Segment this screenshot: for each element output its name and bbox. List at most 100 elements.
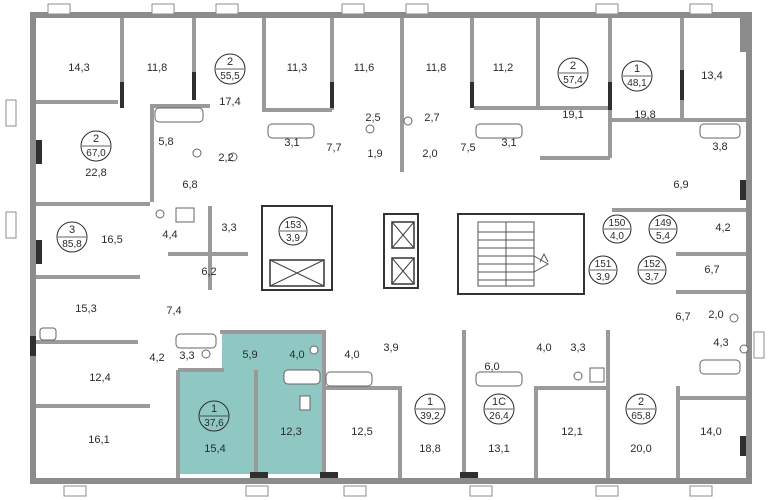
storage-badge[interactable]: 149 5,4 bbox=[648, 214, 678, 244]
storage-area: 3,9 bbox=[596, 272, 610, 283]
room-area: 6,2 bbox=[201, 266, 216, 278]
apartment-badge[interactable]: 1С 26,4 bbox=[483, 393, 515, 425]
apartment-badge[interactable]: 2 67,0 bbox=[80, 130, 112, 162]
storage-badge[interactable]: 150 4,0 bbox=[602, 214, 632, 244]
room-area: 7,7 bbox=[326, 142, 341, 154]
apartment-badge[interactable]: 1 48,1 bbox=[621, 60, 653, 92]
storage-area: 4,0 bbox=[610, 231, 624, 242]
room-area: 19,8 bbox=[634, 109, 655, 121]
room-area: 3,3 bbox=[179, 350, 194, 362]
room-area: 14,0 bbox=[700, 426, 721, 438]
apartment-number: 1 bbox=[634, 63, 640, 75]
room-area: 4,0 bbox=[344, 349, 359, 361]
apartment-badge[interactable]: 1 37,6 bbox=[198, 400, 230, 432]
room-area: 2,2 bbox=[218, 152, 233, 164]
room-area: 13,1 bbox=[488, 443, 509, 455]
room-area: 15,4 bbox=[204, 443, 225, 455]
room-area: 4,2 bbox=[715, 222, 730, 234]
apartment-badge[interactable]: 2 65,8 bbox=[625, 393, 657, 425]
room-area: 16,1 bbox=[88, 434, 109, 446]
room-area: 1,9 bbox=[367, 148, 382, 160]
apartment-number: 3 bbox=[69, 224, 75, 236]
room-area: 3,3 bbox=[221, 222, 236, 234]
room-area: 19,1 bbox=[562, 109, 583, 121]
wall-accents bbox=[30, 70, 746, 478]
room-area: 2,0 bbox=[708, 309, 723, 321]
storage-number: 152 bbox=[644, 259, 661, 270]
storage-number: 150 bbox=[609, 218, 626, 229]
apartment-area: 57,4 bbox=[563, 75, 583, 86]
apartment-badge[interactable]: 1 39,2 bbox=[414, 393, 446, 425]
room-area: 17,4 bbox=[219, 96, 240, 108]
apartment-number: 1С bbox=[492, 396, 506, 408]
apartment-area: 65,8 bbox=[631, 411, 651, 422]
room-area: 12,4 bbox=[89, 372, 110, 384]
room-area: 3,1 bbox=[501, 137, 516, 149]
room-area: 11,8 bbox=[147, 62, 168, 74]
apartment-number: 2 bbox=[570, 60, 576, 72]
room-area: 2,5 bbox=[365, 112, 380, 124]
apartment-badges: 2 55,5 2 57,4 1 48,1 2 67,0 3 85,8 bbox=[56, 53, 657, 432]
outer-walls bbox=[30, 12, 752, 484]
apartment-badge[interactable]: 3 85,8 bbox=[56, 221, 88, 253]
room-area: 15,3 bbox=[75, 303, 96, 315]
bathroom-fixtures bbox=[39, 107, 749, 411]
storage-badge[interactable]: 153 3,9 bbox=[278, 216, 308, 246]
storage-area: 3,7 bbox=[645, 272, 659, 283]
room-area: 22,8 bbox=[85, 167, 106, 179]
apartment-area: 48,1 bbox=[627, 78, 647, 89]
building-core bbox=[261, 205, 585, 295]
storage-badge[interactable]: 151 3,9 bbox=[588, 255, 618, 285]
window-markers bbox=[5, 3, 765, 497]
room-area: 6,7 bbox=[704, 264, 719, 276]
storage-number: 151 bbox=[595, 259, 612, 270]
room-area: 11,8 bbox=[426, 62, 447, 74]
room-area: 4,2 bbox=[149, 352, 164, 364]
room-area: 4,4 bbox=[162, 229, 177, 241]
apartment-badge[interactable]: 2 57,4 bbox=[557, 57, 589, 89]
room-area: 4,3 bbox=[713, 337, 728, 349]
room-area: 12,3 bbox=[280, 426, 301, 438]
room-area: 2,0 bbox=[422, 148, 437, 160]
room-area-labels: 14,3 11,8 17,4 11,3 11,6 11,8 11,2 19,1 … bbox=[68, 62, 730, 455]
room-area: 20,0 bbox=[630, 443, 651, 455]
apartment-number: 1 bbox=[427, 396, 433, 408]
room-area: 6,7 bbox=[675, 311, 690, 323]
storage-number: 149 bbox=[655, 218, 672, 229]
room-area: 14,3 bbox=[68, 62, 89, 74]
room-area: 2,7 bbox=[424, 112, 439, 124]
apartment-number: 2 bbox=[93, 133, 99, 145]
apartment-area: 67,0 bbox=[86, 148, 106, 159]
room-area: 3,1 bbox=[284, 137, 299, 149]
storage-badges: 153 3,9 150 4,0 149 5,4 151 3,9 152 3,7 bbox=[278, 214, 678, 285]
room-area: 5,9 bbox=[242, 349, 257, 361]
apartment-number: 2 bbox=[638, 396, 644, 408]
room-area: 18,8 bbox=[419, 443, 440, 455]
interior-walls bbox=[36, 18, 746, 478]
room-area: 3,8 bbox=[712, 141, 727, 153]
storage-badge[interactable]: 152 3,7 bbox=[637, 255, 667, 285]
apartment-number: 2 bbox=[227, 56, 233, 68]
apartment-area: 26,4 bbox=[489, 411, 509, 422]
room-area: 4,0 bbox=[289, 349, 304, 361]
room-area: 4,0 bbox=[536, 342, 551, 354]
room-area: 12,1 bbox=[561, 426, 582, 438]
room-area: 5,8 bbox=[158, 136, 173, 148]
room-area: 13,4 bbox=[701, 70, 722, 82]
room-area: 6,0 bbox=[484, 361, 499, 373]
storage-area: 5,4 bbox=[656, 231, 670, 242]
apartment-badge[interactable]: 2 55,5 bbox=[214, 53, 246, 85]
room-area: 11,6 bbox=[354, 62, 375, 74]
room-area: 3,3 bbox=[570, 342, 585, 354]
apartment-area: 39,2 bbox=[420, 411, 440, 422]
apartment-area: 55,5 bbox=[220, 71, 240, 82]
storage-area: 3,9 bbox=[286, 233, 300, 244]
room-area: 7,4 bbox=[166, 305, 181, 317]
apartment-area: 85,8 bbox=[62, 239, 82, 250]
room-area: 11,3 bbox=[287, 62, 308, 74]
apartment-number: 1 bbox=[211, 403, 217, 415]
storage-number: 153 bbox=[285, 220, 302, 231]
room-area: 16,5 bbox=[101, 234, 122, 246]
apartment-area: 37,6 bbox=[204, 418, 224, 429]
